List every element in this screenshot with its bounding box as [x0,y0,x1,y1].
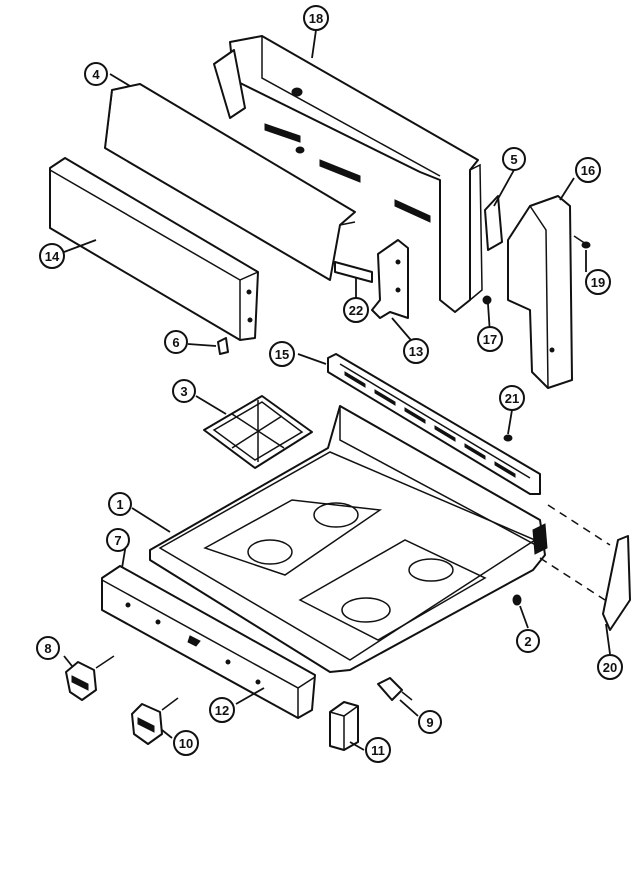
svg-text:22: 22 [349,303,363,318]
svg-text:9: 9 [426,715,433,730]
svg-text:12: 12 [215,703,229,718]
callout-10: 10 [173,730,199,756]
part-screw-strip [503,434,513,442]
callout-12: 12 [209,697,235,723]
part-main-cooktop [149,405,548,673]
part-lower-front-trim [49,157,259,341]
part-upright-bracket [484,195,503,251]
svg-text:4: 4 [92,67,100,82]
part-igniter-module [377,677,413,701]
callout-6: 6 [164,330,188,354]
part-right-trim-strip [539,504,631,631]
part-side-bracket [371,239,409,319]
callout-13: 13 [403,338,429,364]
callout-7: 7 [106,528,130,552]
svg-text:1: 1 [116,497,123,512]
callout-19: 19 [585,269,611,295]
part-control-manifold-panel [101,565,316,719]
callout-1: 1 [108,492,132,516]
svg-text:13: 13 [409,344,423,359]
svg-text:20: 20 [603,660,617,675]
callout-16: 16 [575,157,601,183]
callout-3: 3 [172,379,196,403]
callout-18: 18 [303,5,329,31]
part-trim-shim [334,261,373,283]
callout-21: 21 [499,385,525,411]
callout-8: 8 [36,636,60,660]
svg-text:3: 3 [180,384,187,399]
callout-22: 22 [343,297,369,323]
callout-11: 11 [365,737,391,763]
callout-17: 17 [477,326,503,352]
svg-text:16: 16 [581,163,595,178]
part-upper-trim-panel [104,83,356,281]
svg-text:11: 11 [371,743,385,758]
callout-14: 14 [39,243,65,269]
callout-20: 20 [597,654,623,680]
part-clip [217,337,229,355]
part-vent-trim-strip [327,353,541,495]
svg-text:6: 6 [172,335,179,350]
part-knob-lower [131,697,179,745]
callout-15: 15 [269,341,295,367]
svg-text:7: 7 [114,533,121,548]
svg-text:5: 5 [510,152,517,167]
part-screw-end-cap [573,235,591,249]
part-spark-module-box [329,701,359,751]
svg-text:19: 19 [591,275,605,290]
callout-5: 5 [502,147,526,171]
svg-text:14: 14 [45,249,60,264]
part-screw-bracket [482,295,492,305]
callout-9: 9 [418,710,442,734]
part-backguard-housing [213,35,483,313]
svg-text:17: 17 [483,332,497,347]
svg-text:8: 8 [44,641,51,656]
callout-4: 4 [84,62,108,86]
callout-2: 2 [516,629,540,653]
svg-text:10: 10 [179,736,193,751]
part-screw-cooktop [512,594,522,606]
svg-text:18: 18 [309,11,323,26]
svg-text:2: 2 [524,634,531,649]
part-knob-upper [65,655,115,701]
part-burner-grate [203,395,313,469]
svg-text:15: 15 [275,347,289,362]
svg-text:21: 21 [505,391,519,406]
part-side-end-cap [507,195,573,389]
